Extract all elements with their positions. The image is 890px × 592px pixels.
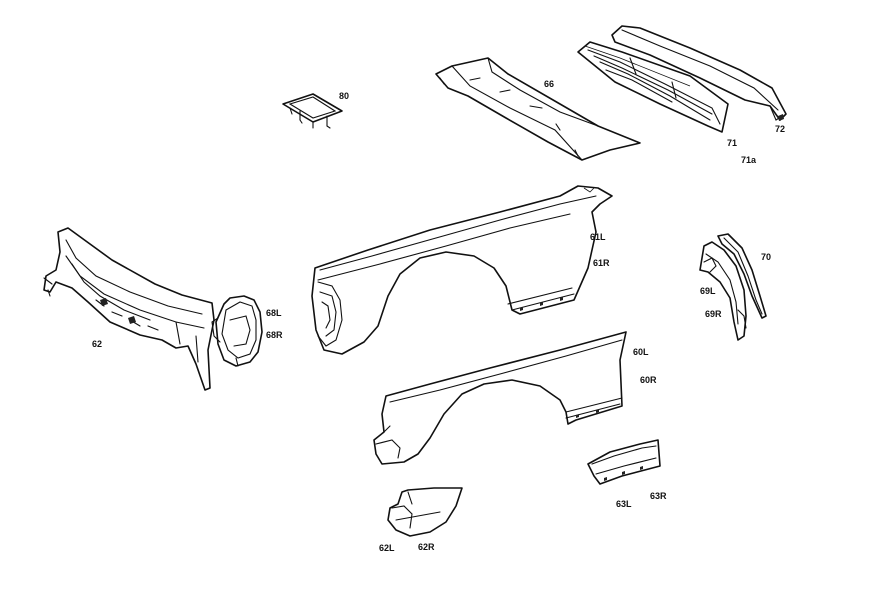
label-68L: 68L [266, 308, 282, 318]
label-72: 72 [775, 124, 786, 134]
label-80: 80 [339, 91, 350, 101]
part-69-arch-section [699, 241, 747, 341]
label-63R: 63R [650, 491, 667, 501]
label-69L: 69L [700, 286, 716, 296]
label-60R: 60R [640, 375, 657, 385]
label-62R: 62R [418, 542, 435, 552]
part-60-front-wing-lower [373, 331, 627, 465]
label-62L: 62L [379, 543, 395, 553]
part-61-front-wing [311, 185, 613, 355]
label-63L: 63L [616, 499, 632, 509]
part-68-headlamp-bucket [211, 295, 263, 367]
part-66-cowl-panel [435, 57, 641, 161]
part-72-upper-panel [611, 25, 787, 121]
label-60L: 60L [633, 347, 649, 357]
part-62-corner-section [387, 487, 463, 537]
part-63-sill-section [587, 439, 661, 485]
label-71a: 71a [741, 155, 757, 165]
part-71-vent-grille [577, 41, 729, 133]
part-62-front-panel [43, 227, 215, 391]
part-70-trim-strips [717, 233, 767, 319]
label-62: 62 [92, 339, 103, 349]
label-61L: 61L [590, 232, 606, 242]
label-68R: 68R [266, 330, 283, 340]
label-70: 70 [761, 252, 772, 262]
part-80-bracket [282, 93, 343, 129]
label-66: 66 [544, 79, 555, 89]
label-71: 71 [727, 138, 738, 148]
label-69R: 69R [705, 309, 722, 319]
label-61R: 61R [593, 258, 610, 268]
